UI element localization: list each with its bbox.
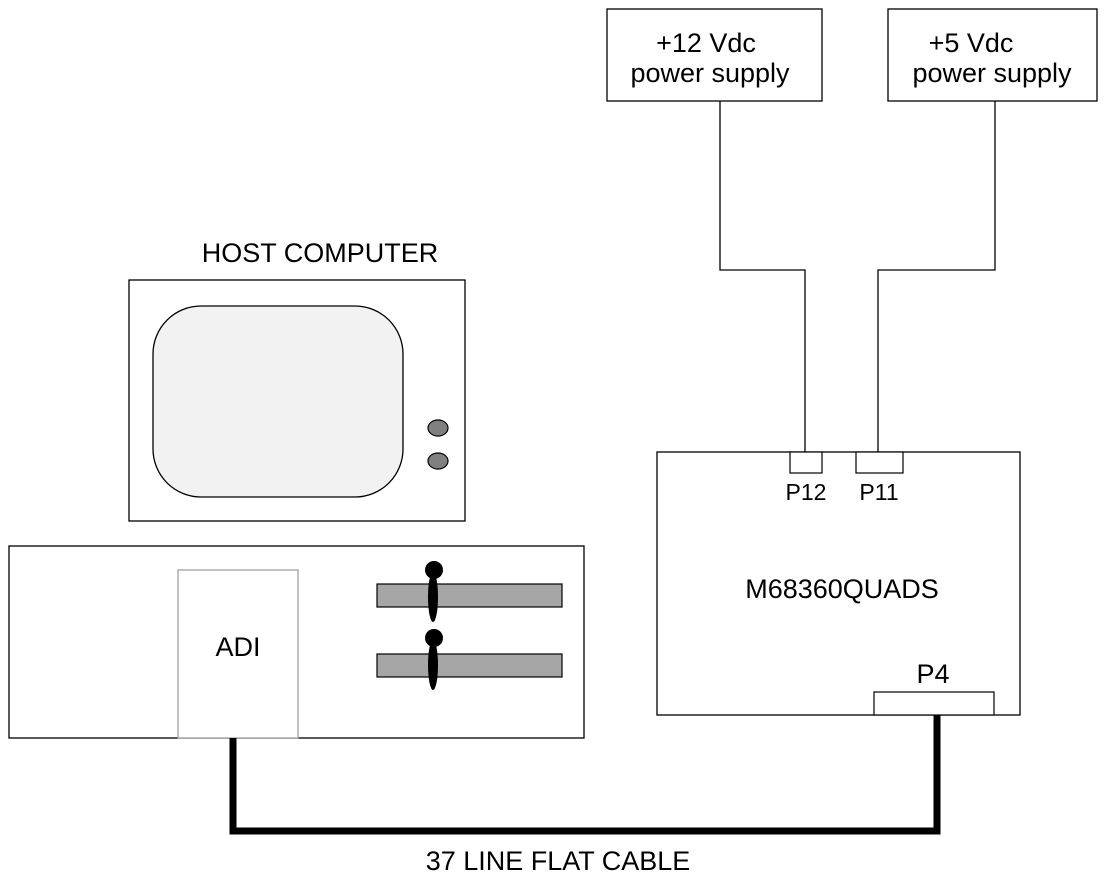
slot-card-bottom <box>425 629 443 690</box>
monitor-knob-top <box>427 419 449 437</box>
connector-p12-label: P12 <box>786 479 827 505</box>
monitor-knob-bottom <box>427 452 449 470</box>
m68360quads-board: P12 P11 M68360QUADS P4 <box>656 451 1021 716</box>
monitor-screen <box>152 305 404 498</box>
host-monitor <box>128 279 466 522</box>
wire-12v-to-p12 <box>719 101 806 452</box>
adi-card <box>177 569 299 739</box>
connector-p11-label: P11 <box>859 479 898 505</box>
adi-label: ADI <box>215 632 260 662</box>
host-system-unit: ADI <box>8 545 585 739</box>
expansion-slot-top <box>376 583 563 608</box>
connector-p11 <box>855 451 904 474</box>
wire-5v-to-p11 <box>877 101 996 452</box>
connector-p12 <box>789 451 823 474</box>
connector-p4-label: P4 <box>916 659 949 689</box>
flat-cable-label: 37 LINE FLAT CABLE <box>426 846 691 876</box>
board-name: M68360QUADS <box>745 574 939 604</box>
power-supply-5v-box <box>887 8 1098 102</box>
power-supply-12v: +12 Vdc power supply <box>606 8 823 102</box>
board-outline <box>656 451 1021 716</box>
power-supply-12v-caption: power supply <box>630 58 790 88</box>
expansion-slot-bottom <box>376 653 563 678</box>
power-supply-5v-caption: power supply <box>912 58 1072 88</box>
power-supply-12v-voltage: +12 Vdc <box>656 28 756 58</box>
connector-p4 <box>873 691 995 716</box>
slot-card-top <box>425 561 443 622</box>
host-computer-title: HOST COMPUTER <box>202 238 439 268</box>
flat-cable <box>229 715 941 835</box>
power-supply-12v-box <box>606 8 823 102</box>
power-supply-5v-voltage: +5 Vdc <box>929 28 1014 58</box>
power-supply-5v: +5 Vdc power supply <box>887 8 1098 102</box>
